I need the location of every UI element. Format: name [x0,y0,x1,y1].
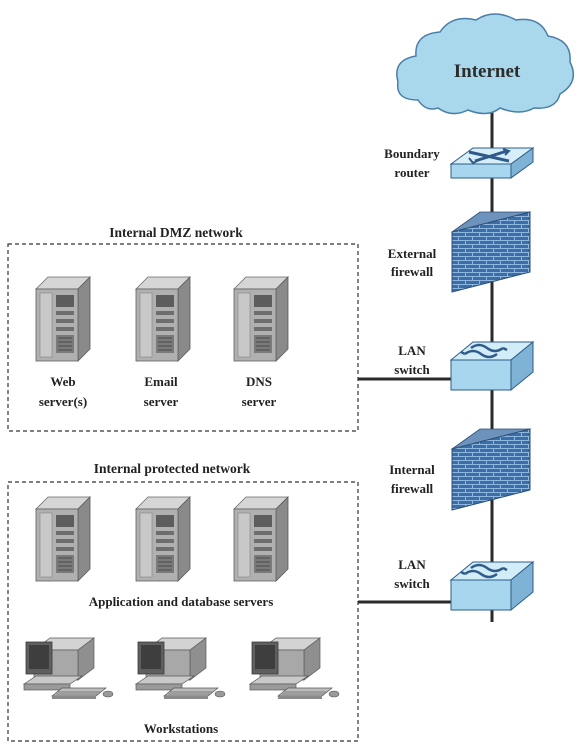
web-server-icon [35,276,91,362]
workstations-label: Workstations [144,721,218,736]
web-server-label-1: Web [50,374,75,389]
lan-switch-dmz-label-1: LAN [398,343,426,358]
db-server-icon [233,496,289,582]
protected-title: Internal protected network [94,461,251,476]
lan-switch-dmz-label-2: switch [394,362,430,377]
workstation-2-icon [135,637,226,700]
lan-switch-internal-label-2: switch [394,576,430,591]
workstation-1-icon [23,637,114,700]
dns-server-label-2: server [242,394,277,409]
external-firewall-label-2: firewall [391,264,434,279]
boundary-router-label-1: Boundary [384,146,440,161]
app-server-2-icon [135,496,191,582]
email-server-label-1: Email [144,374,178,389]
lan-switch-dmz-icon [449,340,535,392]
email-server-label-2: server [144,394,179,409]
protected-network-box [7,481,359,742]
lan-switch-internal-label-1: LAN [398,557,426,572]
dns-server-icon [233,276,289,362]
boundary-router-icon [449,146,535,180]
boundary-router-label-2: router [394,165,429,180]
internet-label: Internet [454,61,521,82]
dmz-network-box [7,243,359,432]
external-firewall-icon [450,211,532,293]
lan-switch-internal-icon [449,560,535,612]
internal-firewall-label-1: Internal [389,462,435,477]
internal-firewall-icon [450,428,532,511]
workstation-3-icon [249,637,340,700]
email-server-icon [135,276,191,362]
internet-cloud: Internet [396,13,575,115]
internal-firewall-label-2: firewall [391,481,434,496]
dns-server-label-1: DNS [246,374,272,389]
app-server-1-icon [35,496,91,582]
web-server-label-2: server(s) [39,394,87,409]
external-firewall-label-1: External [388,246,437,261]
servers-label: Application and database servers [89,594,274,609]
dmz-title: Internal DMZ network [109,225,243,240]
